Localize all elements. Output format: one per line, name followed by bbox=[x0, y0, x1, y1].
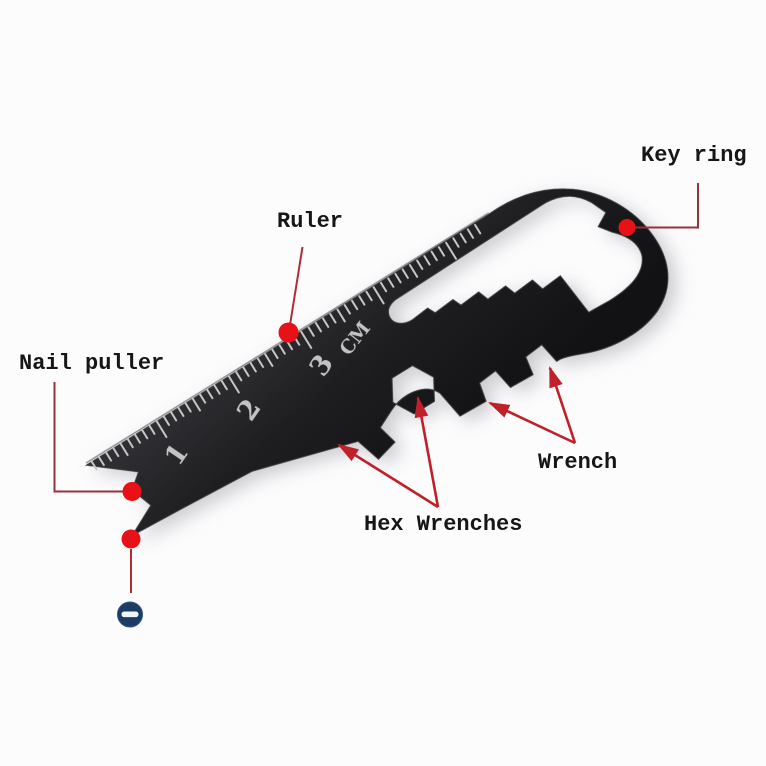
ruler-ticks bbox=[90, 223, 482, 471]
hex-wrenches-arrow-left bbox=[337, 443, 439, 509]
flathead-screwdriver-icon bbox=[117, 601, 143, 628]
multi-tool: 1 2 3 CM bbox=[84, 188, 669, 538]
key-ring-label: Key ring bbox=[641, 143, 747, 168]
ruler-connector-line bbox=[288, 246, 304, 329]
key-ring-marker-dot bbox=[618, 219, 636, 236]
key-ring-connector-line bbox=[634, 183, 699, 229]
nail-puller-marker-dot bbox=[122, 482, 142, 501]
nail-puller-label: Nail puller bbox=[19, 351, 165, 376]
ruler-label: Ruler bbox=[277, 209, 344, 234]
screwdriver-tip-marker-dot bbox=[121, 529, 141, 549]
hex-wrenches-arrow-right bbox=[414, 395, 440, 508]
annotations bbox=[53, 183, 699, 628]
wrench-arrow-left bbox=[488, 401, 576, 445]
nail-puller-connector-line bbox=[53, 382, 123, 493]
ruler-marker-dot bbox=[278, 322, 299, 343]
wrench-arrow-right bbox=[548, 365, 577, 444]
wrench-label: Wrench bbox=[538, 450, 618, 475]
tool-silhouette bbox=[84, 188, 669, 538]
hex-wrenches-label: Hex Wrenches bbox=[364, 512, 523, 537]
